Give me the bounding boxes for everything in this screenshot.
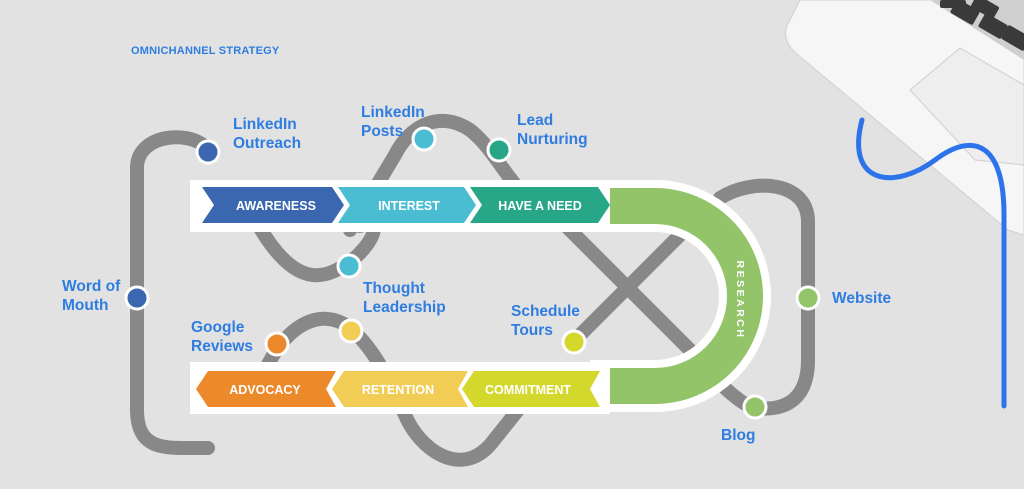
- dot-website: [795, 285, 821, 311]
- dot-thought-leadership: [336, 253, 362, 279]
- dot-linkedin-posts: [411, 126, 437, 152]
- touchpoint-line: LinkedIn: [233, 116, 297, 133]
- touchpoint-line: Lead: [517, 112, 554, 129]
- dot-linkedin-outreach: [195, 139, 221, 165]
- research-band: [600, 188, 763, 404]
- touchpoint-website: Website: [832, 290, 892, 307]
- dot-lead-nurturing: [486, 137, 512, 163]
- stage-advocacy: [196, 371, 336, 407]
- touchpoint-line: Leadership: [363, 299, 446, 316]
- stage-advocacy-label: ADVOCACY: [229, 383, 301, 397]
- dot-schedule-tours: [561, 329, 587, 355]
- touchpoint-line: Schedule: [511, 303, 580, 320]
- stage-commitment-label: COMMITMENT: [485, 383, 571, 397]
- stage-research-label: RESEARCH: [734, 261, 746, 340]
- stage-commitment: [462, 371, 600, 407]
- touchpoint-line: Outreach: [233, 135, 302, 152]
- touchpoint-linkedin-posts: LinkedIn Posts: [361, 103, 425, 141]
- touchpoint-line: Mouth: [62, 297, 109, 314]
- stage-have-a-need-label: HAVE A NEED: [498, 199, 582, 213]
- stage-awareness-label: AWARENESS: [236, 199, 316, 213]
- touchpoint-line: Tours: [511, 322, 553, 339]
- touchpoint-line: Word of: [62, 278, 121, 295]
- diagram-title: OMNICHANNEL STRATEGY: [131, 45, 280, 57]
- stage-retention-label: RETENTION: [362, 383, 434, 397]
- touchpoint-linkedin-outreach: LinkedIn Outreach: [233, 115, 301, 153]
- touchpoint-thought-leadership: Thought Leadership: [363, 279, 446, 317]
- touchpoint-line: Posts: [361, 123, 404, 140]
- dot-google-reviews: [264, 331, 290, 357]
- stage-interest: [338, 187, 476, 223]
- touchpoint-line: Thought: [363, 280, 425, 297]
- stage-have-a-need: [470, 187, 610, 223]
- touchpoint-google-reviews: Google Reviews: [191, 318, 253, 356]
- touchpoint-lead-nurturing: Lead Nurturing: [517, 111, 588, 149]
- touchpoint-line: Google: [191, 319, 245, 336]
- cable: [856, 117, 1007, 409]
- dot-word-of-mouth: [124, 285, 150, 311]
- stage-retention: [332, 371, 468, 407]
- touchpoint-line: LinkedIn: [361, 104, 425, 121]
- laptop-graphic: [785, 0, 1024, 236]
- touchpoint-word-of-mouth: Word of Mouth: [62, 277, 120, 315]
- dot-blog: [742, 394, 768, 420]
- stage-interest-label: INTEREST: [378, 199, 440, 213]
- touchpoint-blog: Blog: [721, 427, 756, 444]
- stage-awareness: [202, 187, 344, 223]
- dot-retention-touchpoint: [338, 318, 364, 344]
- touchpoint-line: Reviews: [191, 338, 254, 355]
- touchpoint-line: Nurturing: [517, 131, 588, 148]
- touchpoint-schedule-tours: Schedule Tours: [511, 302, 580, 340]
